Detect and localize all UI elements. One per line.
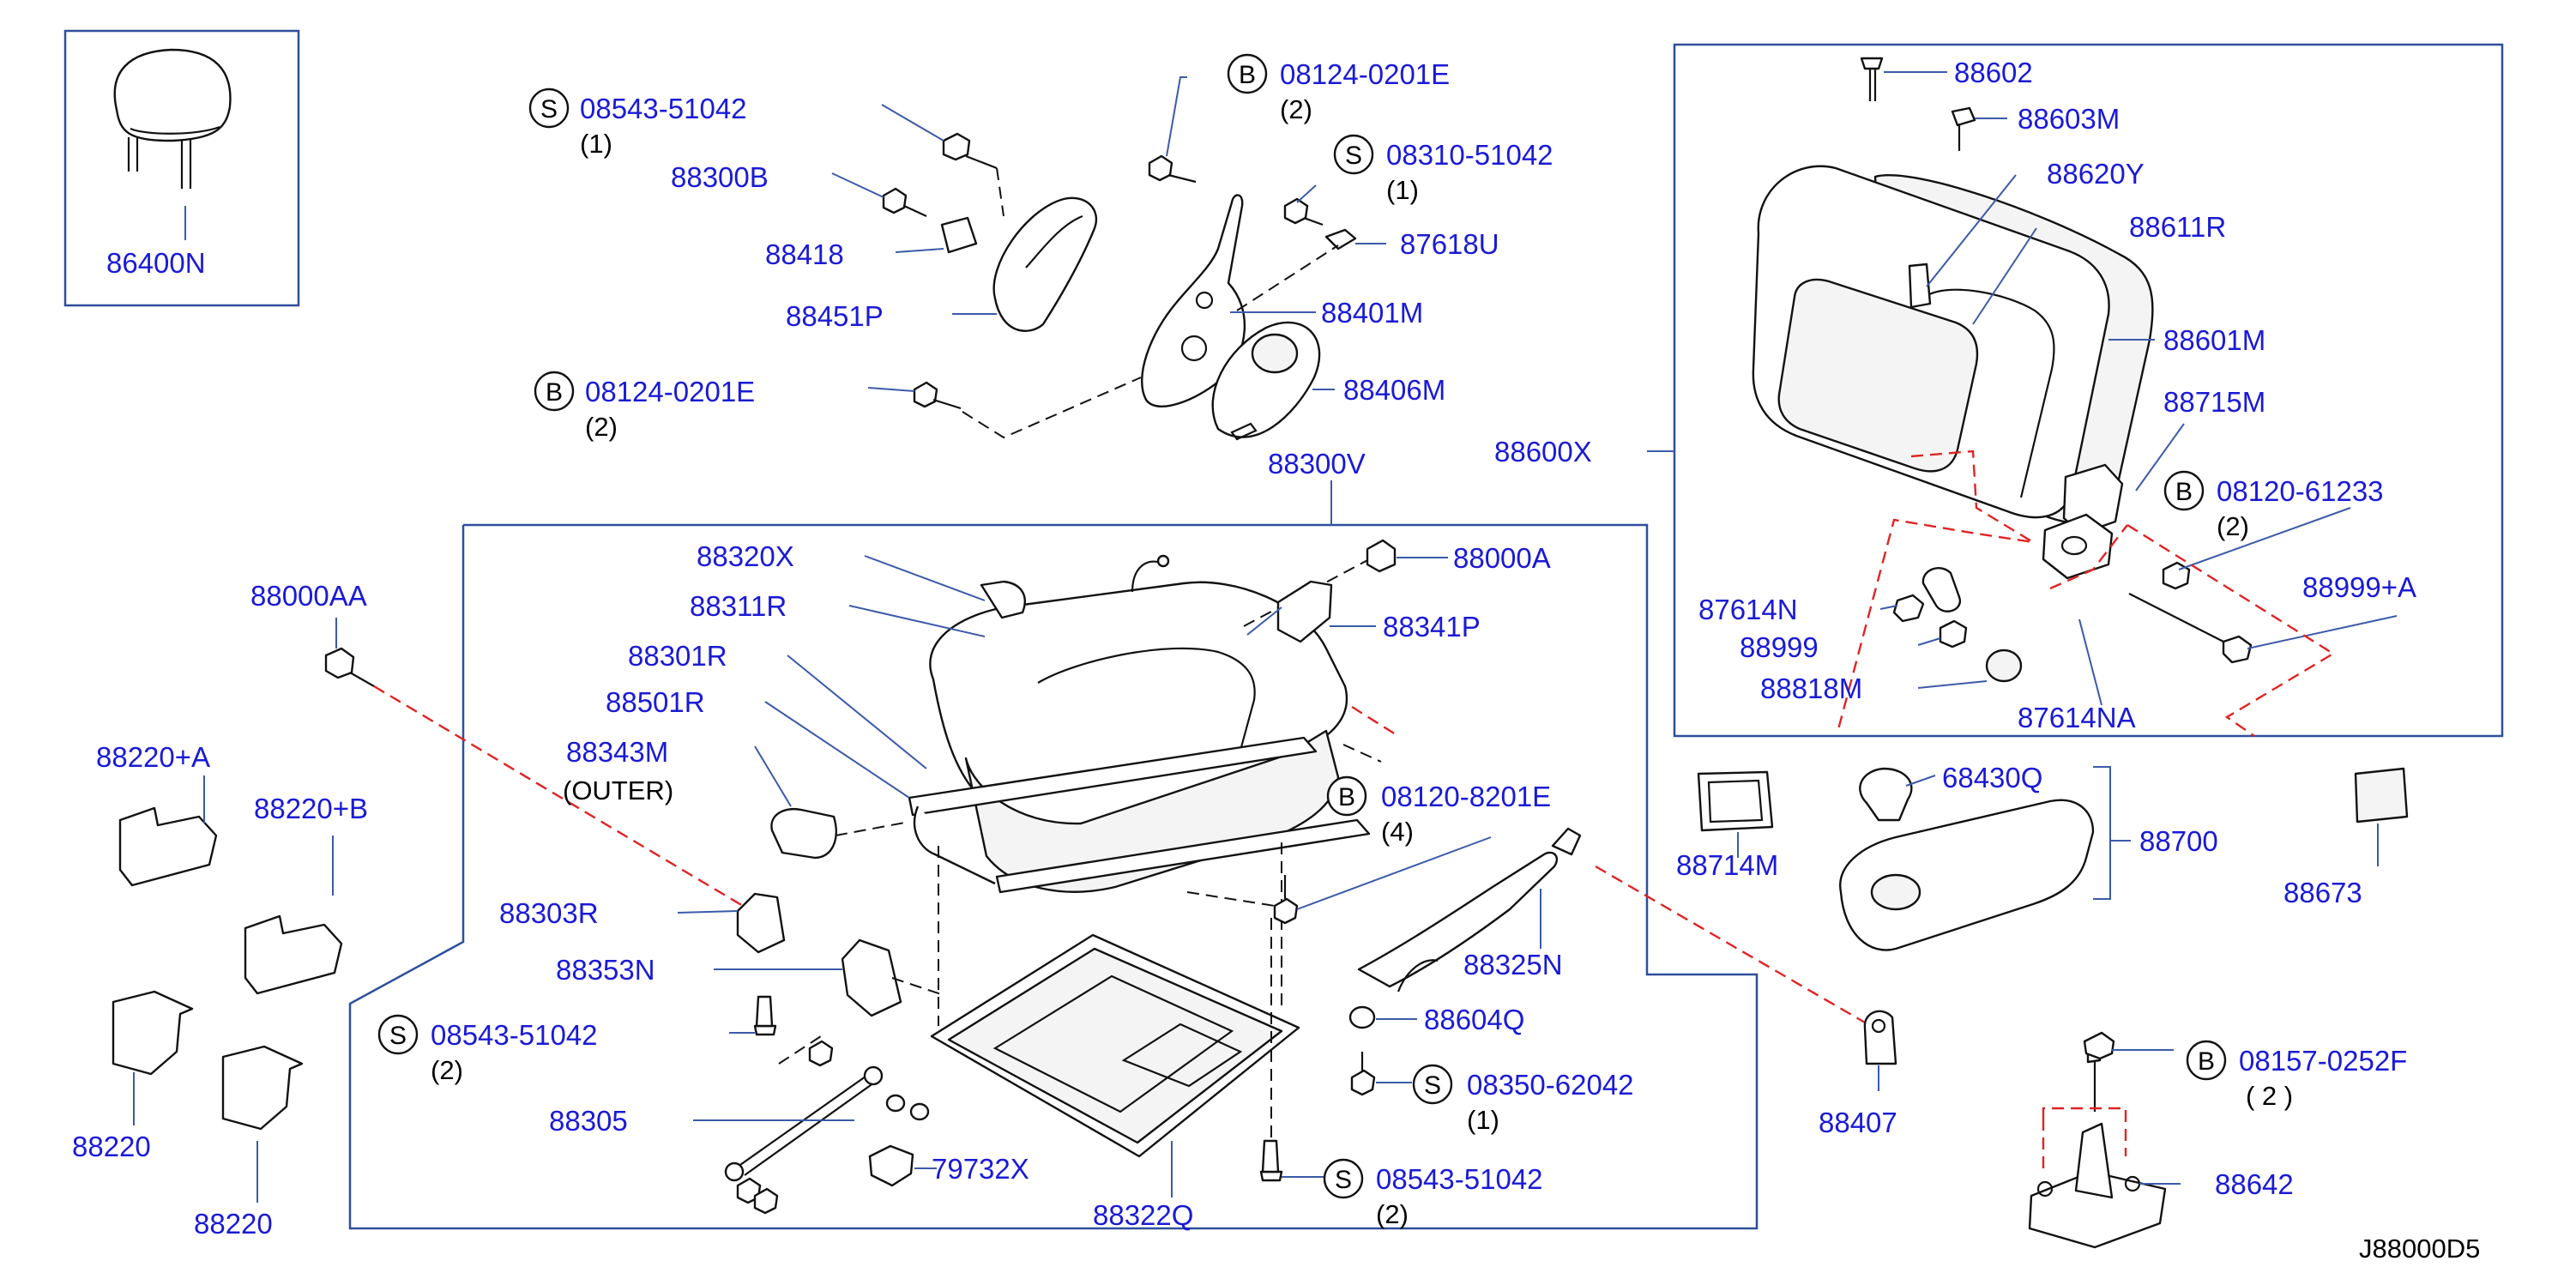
- label-88220-b: 88220: [194, 1208, 273, 1240]
- label-88301R: 88301R: [628, 640, 727, 672]
- label-88353N: 88353N: [556, 954, 655, 986]
- label-88611R: 88611R: [2129, 211, 2226, 243]
- label-88343M: 88343M: [566, 736, 668, 768]
- circle-b5: B: [2198, 1047, 2215, 1076]
- label-b5-pn: 08157-0252F: [2239, 1045, 2407, 1077]
- label-s3-pn: 08543-51042: [431, 1019, 598, 1051]
- cushion-frame: [348, 523, 1759, 1230]
- label-s5-qty: (2): [1376, 1199, 1409, 1229]
- label-s5-pn: 08543-51042: [1376, 1163, 1543, 1195]
- label-s1-pn: 08543-51042: [580, 93, 747, 124]
- diagram-ref-code: J88000D5: [2359, 1234, 2480, 1264]
- label-79732X: 79732X: [932, 1153, 1029, 1185]
- label-b2-pn: 08124-0201E: [585, 376, 755, 407]
- label-86400N: 86400N: [106, 247, 206, 279]
- label-s1-qty: (1): [580, 129, 612, 159]
- circle-s4: S: [1424, 1071, 1441, 1100]
- label-outer: (OUTER): [563, 775, 673, 805]
- label-b3-qty: (2): [2217, 511, 2249, 541]
- label-68430Q: 68430Q: [1942, 762, 2042, 793]
- circle-b2: B: [546, 378, 563, 407]
- label-88601M: 88601M: [2163, 324, 2265, 356]
- label-s2-qty: (1): [1386, 175, 1419, 205]
- label-88300B: 88300B: [671, 161, 769, 193]
- seatback-frame: [1673, 43, 2504, 738]
- label-b1-pn: 08124-0201E: [1280, 58, 1450, 90]
- accessory-illustration: [1697, 767, 2409, 1249]
- label-88603M: 88603M: [2018, 103, 2120, 135]
- label-s3-qty: (2): [431, 1055, 463, 1085]
- circle-b4: B: [1338, 783, 1355, 811]
- label-88220A: 88220+A: [96, 741, 210, 773]
- headrest-frame: [63, 29, 300, 307]
- circle-b1: B: [1239, 61, 1256, 89]
- circle-s1: S: [540, 95, 558, 124]
- label-88220B: 88220+B: [254, 793, 368, 824]
- label-88322Q: 88322Q: [1093, 1199, 1193, 1231]
- label-88501R: 88501R: [606, 686, 705, 718]
- label-b1-qty: (2): [1280, 94, 1312, 124]
- label-88300V: 88300V: [1268, 448, 1366, 480]
- label-b5-qty: ( 2 ): [2246, 1081, 2293, 1111]
- circle-s2: S: [1345, 142, 1362, 170]
- label-88602: 88602: [1954, 57, 2033, 88]
- label-88311R: 88311R: [690, 590, 787, 622]
- label-s4-qty: (1): [1467, 1105, 1499, 1135]
- label-88714M: 88714M: [1676, 849, 1778, 881]
- label-88000AA: 88000AA: [250, 580, 367, 612]
- label-88406M: 88406M: [1343, 374, 1445, 406]
- label-s4-pn: 08350-62042: [1467, 1069, 1634, 1101]
- label-b4-pn: 08120-8201E: [1381, 781, 1551, 812]
- label-88715M: 88715M: [2163, 386, 2265, 418]
- trim-illustration: [112, 775, 343, 1203]
- recliner-illustration: [831, 76, 1386, 441]
- label-88700: 88700: [2139, 825, 2218, 857]
- seat-cushion-illustration: [324, 539, 1866, 1215]
- armrest-bracket: [2093, 766, 2111, 900]
- label-88604Q: 88604Q: [1424, 1004, 1524, 1035]
- circle-s3: S: [389, 1022, 407, 1050]
- circle-s5: S: [1335, 1166, 1352, 1194]
- label-88000A: 88000A: [1453, 542, 1551, 574]
- label-88600X: 88600X: [1494, 436, 1592, 468]
- label-88407: 88407: [1819, 1107, 1897, 1138]
- seatback-illustration: [1752, 57, 2398, 737]
- label-87618U: 87618U: [1400, 228, 1499, 260]
- label-b2-qty: (2): [585, 412, 618, 442]
- label-88642: 88642: [2215, 1168, 2294, 1200]
- label-88341P: 88341P: [1383, 611, 1481, 643]
- label-88220-a: 88220: [72, 1131, 151, 1162]
- label-88999: 88999: [1740, 631, 1819, 663]
- label-88451P: 88451P: [786, 300, 884, 332]
- label-88673: 88673: [2283, 877, 2362, 908]
- label-88320X: 88320X: [697, 540, 794, 572]
- label-b3-pn: 08120-61233: [2217, 475, 2384, 507]
- label-88303R: 88303R: [499, 897, 599, 929]
- headrest-illustration: [113, 48, 232, 240]
- label-87614NA: 87614NA: [2018, 702, 2136, 733]
- label-88418: 88418: [765, 238, 844, 270]
- label-88999A: 88999+A: [2302, 571, 2416, 603]
- label-88401M: 88401M: [1321, 297, 1423, 329]
- label-88325N: 88325N: [1463, 949, 1563, 980]
- label-s2-pn: 08310-51042: [1386, 139, 1553, 171]
- label-88305: 88305: [549, 1105, 628, 1137]
- label-88818M: 88818M: [1760, 673, 1862, 704]
- label-88620Y: 88620Y: [2047, 158, 2145, 190]
- label-b4-qty: (4): [1381, 817, 1414, 847]
- label-87614N: 87614N: [1698, 594, 1798, 625]
- circle-b3: B: [2175, 478, 2193, 506]
